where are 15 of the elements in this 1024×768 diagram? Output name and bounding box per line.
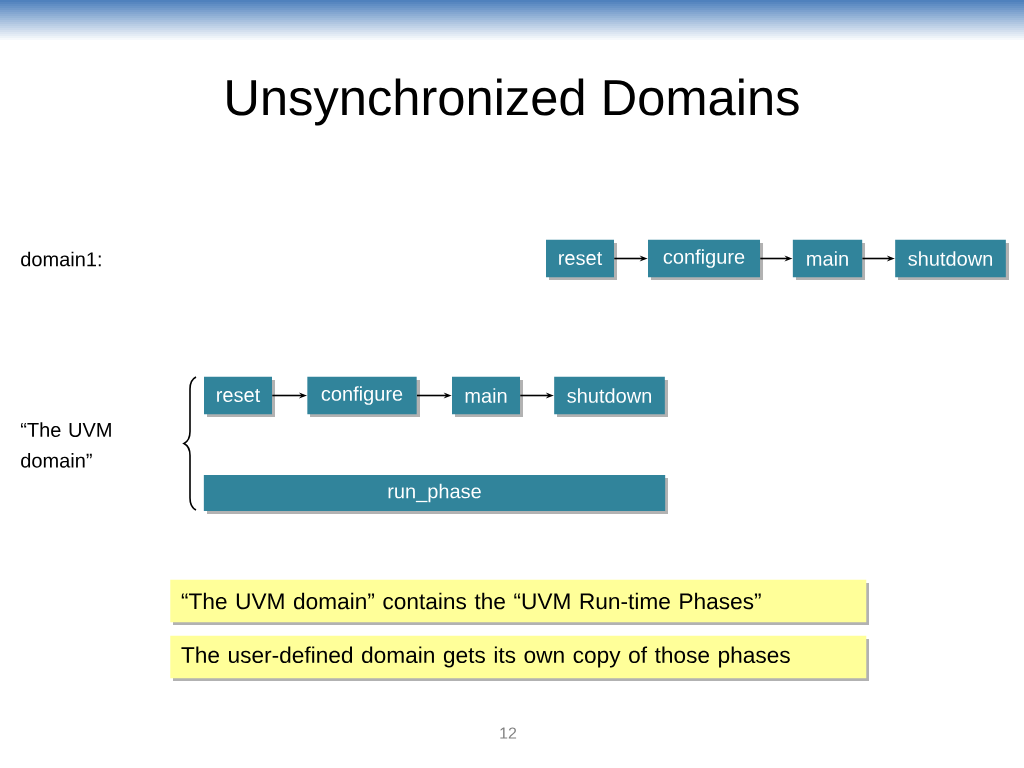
- phase-box: run_phase: [203, 475, 668, 514]
- label-text: domain1:: [21, 251, 101, 267]
- phase-box: shutdown: [895, 239, 1009, 280]
- phase-box: main: [452, 376, 523, 417]
- note-box: “The UVM domain” contains the “UVM Run-time Phases”: [170, 579, 869, 625]
- note-box: The user-defined domain gets its own copy of those phases: [170, 635, 869, 681]
- title: Unsynchronized Domains: [227, 78, 799, 126]
- page-number: 12: [500, 727, 517, 739]
- phase-box: main: [792, 239, 865, 280]
- phase-box: reset: [204, 376, 275, 417]
- phase-box: reset: [546, 239, 617, 280]
- phase-box: shutdown: [554, 376, 668, 417]
- label-text: “The UVM domain”: [21, 422, 111, 468]
- phase-box: configure: [307, 376, 420, 417]
- phase-box: configure: [648, 239, 763, 280]
